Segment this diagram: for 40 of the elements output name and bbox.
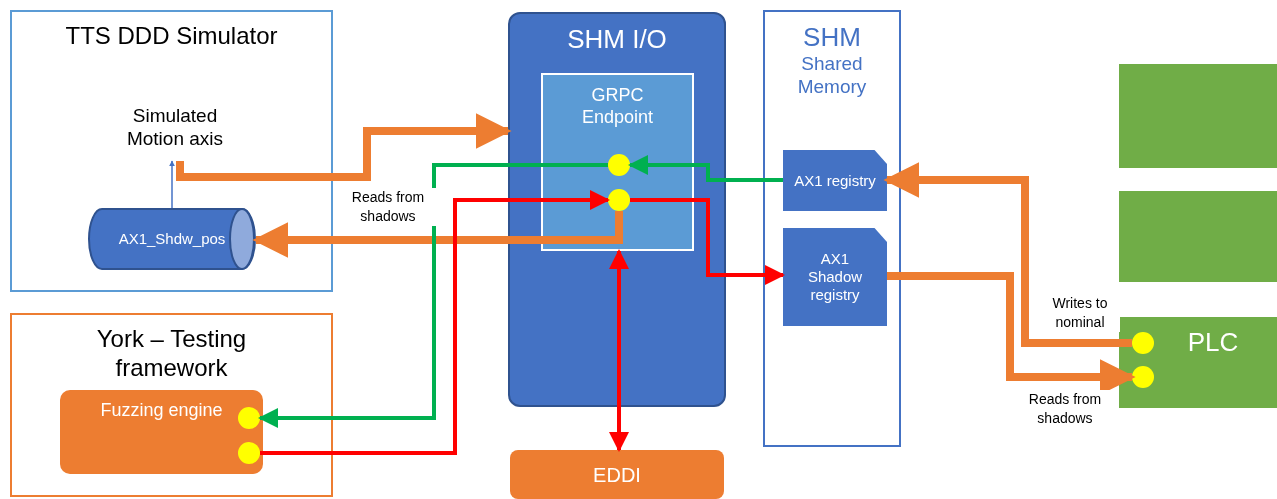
arrow xyxy=(176,113,512,181)
arrow xyxy=(628,155,783,182)
port-circle xyxy=(1132,332,1154,354)
node-title: York – Testing framework xyxy=(95,325,248,383)
arrow xyxy=(252,211,623,258)
simulator-panel xyxy=(10,10,333,292)
port-circle xyxy=(1132,366,1154,388)
arrow xyxy=(609,249,629,452)
arrow xyxy=(169,160,175,209)
node-subtitle: Shared Memory xyxy=(796,53,868,99)
node-title: SHM xyxy=(803,22,861,54)
service-panel xyxy=(508,12,726,407)
registry-box xyxy=(783,150,887,211)
process-box xyxy=(60,390,263,474)
endpoint-box xyxy=(541,73,694,251)
port-circle xyxy=(608,154,630,176)
port-circle xyxy=(608,189,630,211)
memory-panel xyxy=(763,10,901,447)
node-title: PLC xyxy=(1187,327,1239,359)
component-box xyxy=(1119,64,1277,168)
node-title: TTS DDD Simulator xyxy=(65,22,278,51)
node-title: Fuzzing engine xyxy=(100,400,223,422)
arrow xyxy=(260,190,610,455)
registry-box xyxy=(783,228,887,326)
node-title: AX1_Shdw_pos xyxy=(118,230,226,248)
port-circle xyxy=(238,407,260,429)
arrow xyxy=(258,163,608,428)
port-circle xyxy=(238,442,260,464)
node-title: Simulated Motion axis xyxy=(125,105,225,151)
node-title: AX1 Shadow registry xyxy=(806,250,864,304)
node-title: GRPC Endpoint xyxy=(580,85,655,129)
process-box xyxy=(510,450,724,499)
arrow xyxy=(883,162,1132,347)
node-title: AX1 registry xyxy=(794,171,876,190)
component-box xyxy=(1119,191,1277,282)
node-title: EDDI xyxy=(593,462,641,487)
framework-panel xyxy=(10,313,333,497)
arrow xyxy=(630,198,785,285)
controller-box xyxy=(1119,317,1277,408)
node-title: SHM I/O xyxy=(567,24,667,56)
